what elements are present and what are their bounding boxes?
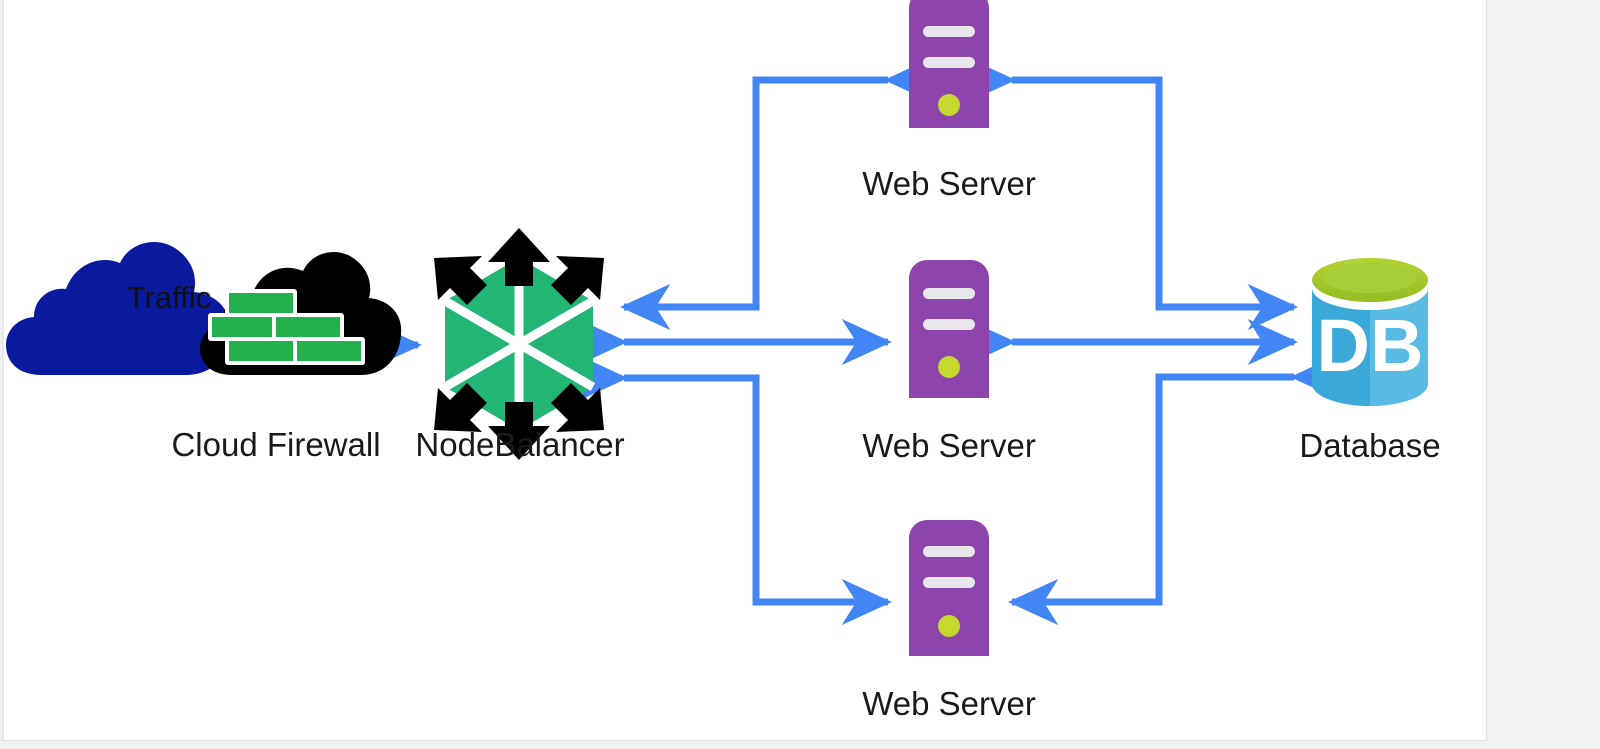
cloud-firewall-label: Cloud Firewall xyxy=(171,426,380,463)
web-server-1-label: Web Server xyxy=(862,165,1036,202)
web-server-3-node[interactable] xyxy=(909,520,989,656)
cloud-firewall-node[interactable] xyxy=(200,251,402,375)
edge-server-3-to-database xyxy=(1007,353,1341,626)
nodebalancer-label: NodeBalancer xyxy=(415,426,624,463)
database-icon: DB xyxy=(1312,258,1428,406)
web-server-2-label: Web Server xyxy=(862,427,1036,464)
connector-layer xyxy=(156,56,1341,626)
edge-nodebalancer-to-server-1 xyxy=(619,56,935,331)
edge-server-1-to-database xyxy=(965,56,1299,331)
server-icon xyxy=(909,520,989,656)
firewall-bricks-icon xyxy=(208,289,365,365)
server-icon xyxy=(909,260,989,398)
nodebalancer-node[interactable] xyxy=(434,228,604,460)
nodebalancer-icon xyxy=(434,228,604,460)
edge-nodebalancer-to-server-3 xyxy=(577,354,893,626)
cloud-icon xyxy=(6,241,231,375)
server-icon xyxy=(909,0,989,128)
web-server-3-label: Web Server xyxy=(862,685,1036,722)
database-node[interactable]: DB xyxy=(1312,258,1428,406)
internet-cloud-node[interactable] xyxy=(6,241,231,375)
web-server-1-node[interactable] xyxy=(909,0,989,128)
database-label: Database xyxy=(1299,427,1440,464)
diagram-canvas: Traffic Cloud Firewall xyxy=(2,0,1487,741)
database-badge-text: DB xyxy=(1317,304,1424,387)
edge-label-traffic: Traffic xyxy=(127,280,211,315)
architecture-diagram: Traffic Cloud Firewall xyxy=(6,0,1441,722)
web-server-2-node[interactable] xyxy=(909,260,989,398)
